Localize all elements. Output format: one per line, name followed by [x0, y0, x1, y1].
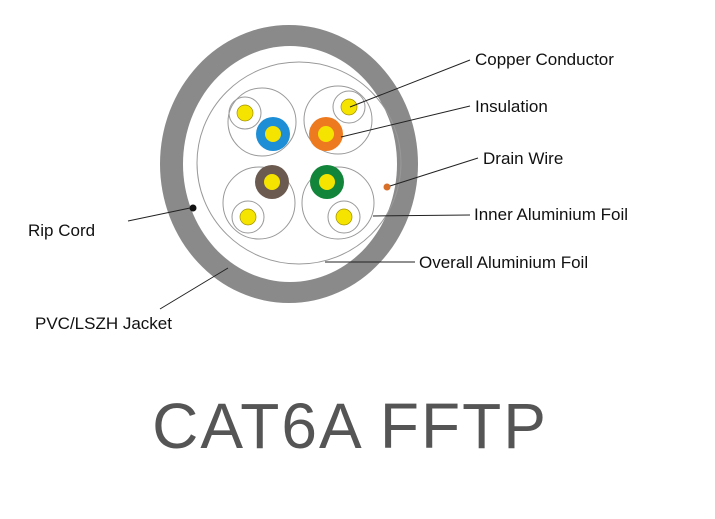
- overall-aluminium-foil: [196, 61, 402, 265]
- white-conductors: [228, 90, 366, 234]
- label-inner-foil: Inner Aluminium Foil: [474, 205, 628, 224]
- label-copper-conductor: Copper Conductor: [475, 50, 614, 69]
- drain-wire: [383, 183, 391, 191]
- label-jacket: PVC/LSZH Jacket: [35, 314, 172, 333]
- leader-jacket: [159, 267, 229, 310]
- rip-cord: [189, 204, 197, 212]
- label-drain-wire: Drain Wire: [483, 149, 563, 168]
- diagram-title: CAT6A FFTP: [152, 390, 548, 462]
- pair-foil-bottom-right: [301, 166, 375, 240]
- leader-inner-foil: [372, 214, 471, 217]
- brown-conductor: [255, 165, 289, 199]
- jacket-inner: [183, 46, 397, 282]
- label-insulation: Insulation: [475, 97, 548, 116]
- label-overall-foil: Overall Aluminium Foil: [419, 253, 588, 272]
- leader-drain: [389, 157, 479, 187]
- leader-copper: [349, 59, 471, 108]
- pair-foil-top-left: [227, 87, 297, 157]
- leader-insulation: [340, 105, 471, 138]
- orange-conductor: [309, 117, 343, 151]
- green-conductor: [310, 165, 344, 199]
- leader-rip-cord: [127, 207, 191, 222]
- label-rip-cord: Rip Cord: [28, 221, 95, 240]
- blue-conductor: [256, 117, 290, 151]
- pair-foil-bottom-left: [222, 166, 296, 240]
- pair-foil-top-right: [303, 85, 373, 155]
